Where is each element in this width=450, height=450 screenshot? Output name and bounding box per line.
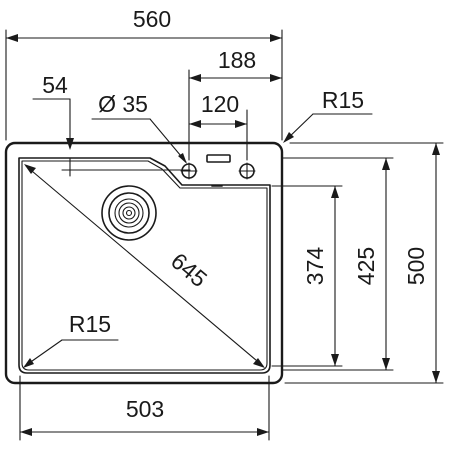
label-bowl-radius: R15	[69, 311, 111, 337]
bowl-inner-outline	[21, 160, 268, 371]
label-bowl-width: 503	[126, 396, 164, 422]
dim-tap-spacing	[188, 109, 248, 161]
dim-left-margin	[32, 98, 191, 177]
label-overall-width: 560	[133, 6, 171, 32]
diagonal-dimension	[24, 164, 265, 368]
bowl-outline	[18, 157, 271, 374]
label-left-margin: 54	[42, 72, 68, 98]
outer-rim-outline	[4, 141, 284, 385]
dim-bowl-radius-leader	[23, 339, 119, 368]
dim-tap-group	[188, 69, 283, 161]
label-diagonal: 645	[166, 248, 212, 293]
dim-bowl-width	[19, 375, 270, 441]
dim-overall-depth	[284, 142, 444, 384]
label-tap-group: 188	[218, 47, 256, 73]
overflow-slot-icon	[206, 154, 231, 163]
label-tap-spacing: 120	[201, 91, 239, 117]
drain-waste-icon	[101, 185, 157, 241]
label-bowl-outer-depth: 425	[353, 247, 379, 285]
label-tap-diameter: Ø 35	[98, 91, 148, 117]
label-bowl-depth: 374	[302, 247, 328, 286]
label-overall-depth: 500	[403, 247, 429, 285]
tap-hole-icon	[180, 162, 256, 180]
dim-outer-radius-leader	[283, 113, 373, 143]
dim-overall-width	[5, 29, 283, 141]
dim-bowl-depth	[271, 185, 343, 367]
sink-body	[4, 141, 284, 385]
dim-tap-diameter-leader	[91, 118, 187, 164]
dim-bowl-outer-depth	[281, 157, 394, 371]
label-outer-radius: R15	[322, 87, 364, 113]
